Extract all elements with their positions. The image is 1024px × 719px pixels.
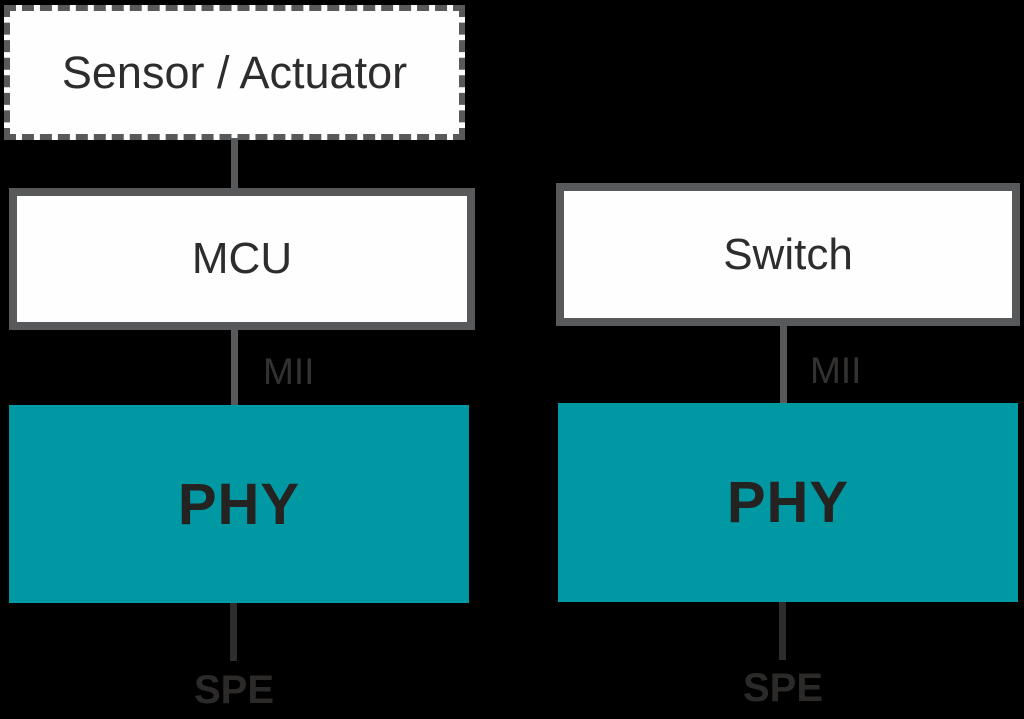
mii-label-left: MII bbox=[263, 351, 315, 392]
connector-phy-to-spe-left bbox=[230, 603, 237, 661]
spe-label-right: SPE bbox=[742, 666, 824, 710]
phy-box-right: PHY bbox=[558, 403, 1018, 602]
sensor-actuator-box: Sensor / Actuator bbox=[4, 5, 465, 140]
mii-label-right: MII bbox=[810, 350, 862, 391]
sensor-actuator-label: Sensor / Actuator bbox=[61, 46, 408, 98]
connector-phy-to-spe-right bbox=[779, 602, 786, 660]
switch-label: Switch bbox=[723, 229, 853, 279]
mcu-label: MCU bbox=[191, 234, 293, 283]
connector-mcu-to-phy bbox=[231, 330, 238, 406]
connector-sensor-to-mcu bbox=[231, 138, 238, 190]
switch-box: Switch bbox=[556, 183, 1020, 326]
spe-label-left: SPE bbox=[193, 668, 275, 712]
phy-box-left: PHY bbox=[9, 405, 469, 603]
phy-label-right: PHY bbox=[726, 470, 850, 535]
connector-switch-to-phy bbox=[780, 326, 787, 403]
phy-label-left: PHY bbox=[177, 471, 301, 537]
mcu-box: MCU bbox=[9, 188, 475, 330]
